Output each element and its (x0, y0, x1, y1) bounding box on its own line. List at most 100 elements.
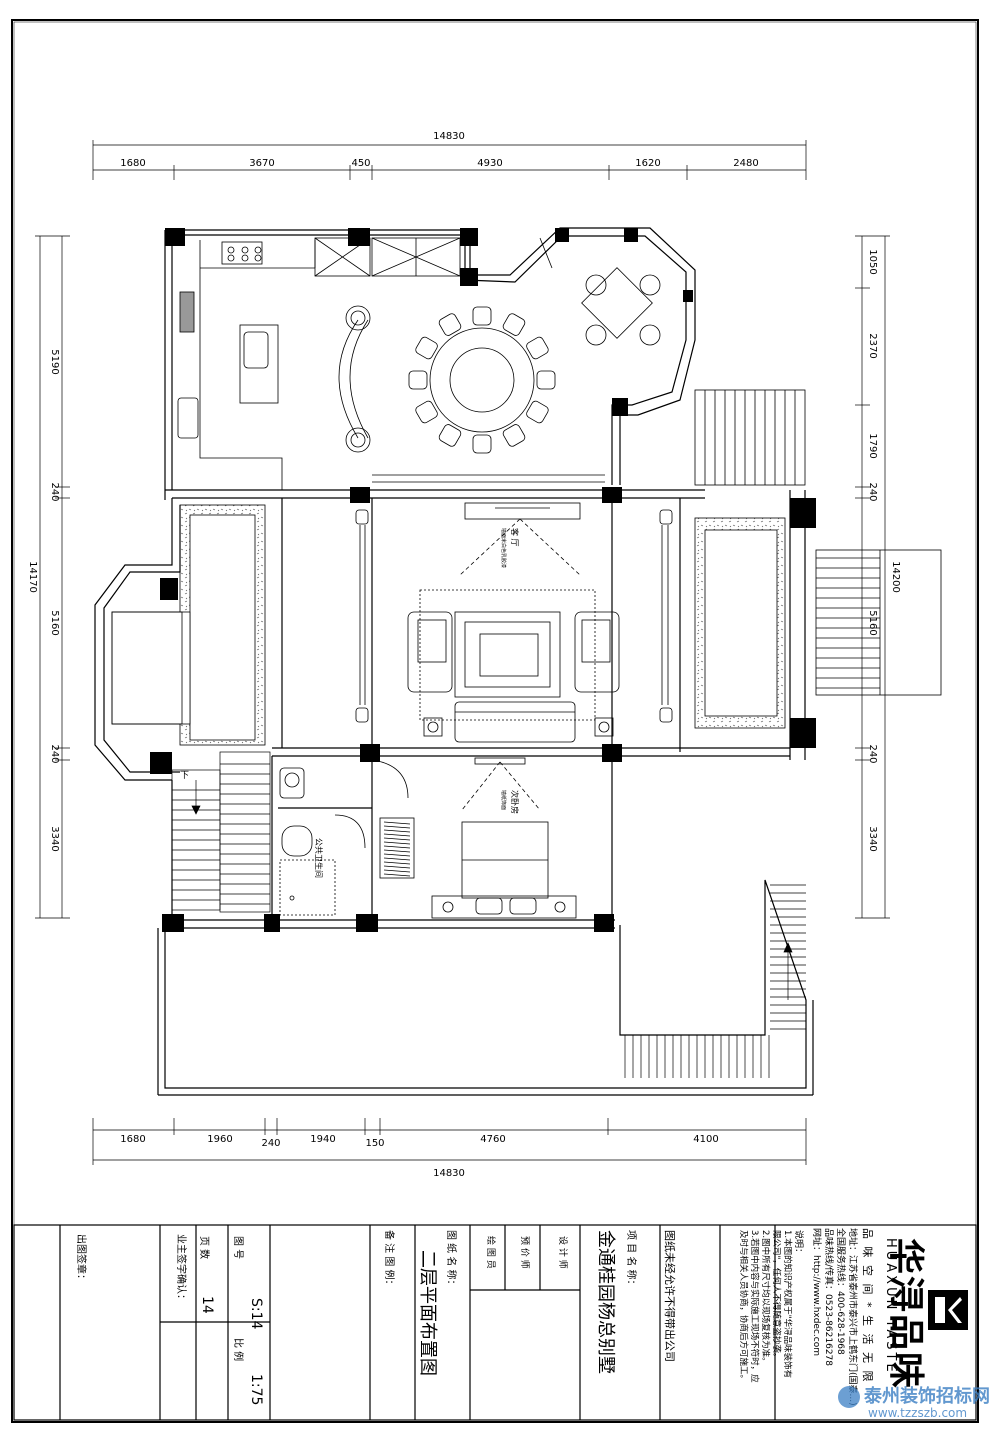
notes-title: 说明： (793, 1230, 803, 1258)
bathroom-label: 公共卫生间 (314, 838, 324, 878)
scale-value: 1:75 (248, 1374, 264, 1406)
wardrobe-hanger (383, 841, 411, 845)
right-dim-seg: 240 (867, 744, 878, 763)
designer-label: 设 计 师 (557, 1236, 567, 1269)
dining-table (429, 327, 535, 433)
stair-down-label: 下 (180, 771, 189, 781)
dining-chair (438, 313, 462, 336)
bottom-dim-seg: 150 (365, 1138, 384, 1149)
remarks-label: 备 注 图 例： (383, 1230, 394, 1290)
copyright-notice: 图纸未经允许不得带出公司 (663, 1230, 676, 1362)
watermark: 泰州装饰招标网 www.tzzszb.com (838, 1380, 998, 1428)
wardrobe-hanger (383, 865, 411, 869)
dining-chair (536, 370, 556, 390)
drawing-no-label: 图 号 (232, 1236, 243, 1260)
bedroom-note: 墙纸饰面 (500, 790, 507, 810)
scale-label: 比 例 (232, 1338, 243, 1362)
left-dimensions: 14170 5190 240 5160 240 3340 (27, 235, 70, 919)
project-name: 金通桂园杨总别墅 (595, 1230, 616, 1374)
top-dim-seg: 3670 (249, 158, 274, 169)
top-dim-seg: 4930 (477, 158, 502, 169)
armchair-left (407, 611, 453, 693)
top-dim-seg: 2480 (733, 158, 758, 169)
nook-table (581, 267, 653, 339)
watermark-name: 泰州装饰招标网 (864, 1386, 990, 1407)
wardrobe-hanger (383, 825, 411, 829)
wardrobe-hanger (383, 837, 411, 841)
left-dim-total: 14170 (27, 561, 38, 593)
brand-slogan: 品 味 空 间 * 生 活 无 限 (861, 1228, 874, 1384)
dining-chair (472, 434, 492, 454)
top-dim-seg: 450 (351, 158, 370, 169)
wardrobe-hanger (383, 861, 411, 865)
right-dimensions: 1050 2370 1790 240 14200 5160 240 3340 (855, 235, 901, 919)
page-label: 页 数 (198, 1236, 209, 1260)
left-dim-seg: 3340 (49, 826, 60, 851)
left-dim-seg: 5190 (49, 349, 60, 374)
room-labels: 客 厅 墙面米白色乳胶漆 次卧房 墙纸饰面 (500, 528, 520, 814)
dining-chair (415, 400, 438, 424)
notes-line-4: 3.若图中内容与实际施工现场不符时，应 (749, 1230, 759, 1383)
living-room-label: 客 厅 (510, 528, 520, 547)
kitchen (177, 237, 461, 490)
owner-sign-label: 业主签字确认： (175, 1234, 186, 1304)
left-bay-room (111, 504, 266, 746)
wardrobe (379, 817, 415, 879)
bottom-dim-seg: 1960 (207, 1134, 232, 1145)
left-dim-seg: 240 (49, 482, 60, 501)
dining-area (338, 237, 661, 483)
drafter-label: 绘 图 员 (485, 1236, 495, 1269)
right-dim-total: 14200 (890, 561, 901, 593)
top-dim-seg: 1620 (635, 158, 660, 169)
bottom-dim-seg: 1940 (310, 1134, 335, 1145)
wardrobe-hanger (383, 853, 411, 857)
wardrobe-hanger (383, 833, 411, 837)
reviewer-label: 预 价 师 (519, 1236, 529, 1269)
company-website: 网址：http://www.hxdec.com (811, 1228, 821, 1356)
drawing-name: 二层平面布置图 (417, 1250, 438, 1376)
left-dim-seg: 240 (49, 744, 60, 763)
wardrobe-hanger (383, 821, 411, 825)
bottom-dim-ticks (92, 1118, 807, 1165)
top-dimensions: 14830 1680 3670 450 4930 1620 2480 (92, 131, 807, 180)
notes-line-3: 2.图中所有尺寸均以现场复核为准。 (760, 1230, 770, 1366)
top-dim-seg: 1680 (120, 158, 145, 169)
balcony-right (815, 549, 942, 696)
notes-line-2: 限公司"，任何人不得随意盗抄袭。 (771, 1230, 781, 1362)
washbasin (279, 767, 305, 799)
bottom-dim-seg: 240 (261, 1138, 280, 1149)
dining-chair (438, 424, 462, 447)
toilet (281, 825, 313, 857)
wardrobe-hanger (383, 873, 411, 877)
sink (177, 397, 199, 439)
sofa (454, 701, 576, 743)
company-phone: 品味热线/传真：0523-86216278 (823, 1228, 833, 1366)
balcony-steps (694, 389, 806, 486)
public-bathroom: 公共卫生间 (279, 759, 409, 916)
company-address: 地址：江苏省泰州市泰兴市上鹤东门(国泰...) (847, 1228, 857, 1406)
sheet-border (11, 19, 979, 1423)
right-dim-seg: 5160 (867, 610, 878, 635)
bottom-dim-seg: 4760 (480, 1134, 505, 1145)
top-dim-ticks (92, 140, 807, 180)
fridge (314, 237, 371, 277)
bottom-dim-total: 14830 (433, 1168, 465, 1179)
wardrobe-hanger (383, 849, 411, 853)
watermark-logo-icon (838, 1386, 860, 1408)
notes-line-5: 及时与相关人员协商，协商后方可施工。 (738, 1230, 748, 1384)
title-block-frame (13, 1224, 977, 1421)
stove (221, 241, 263, 265)
right-dim-seg: 2370 (867, 333, 878, 358)
drawing-name-label: 图 纸 名 称： (445, 1230, 456, 1290)
company-hotline: 全国服务热线：400-628-1968 (835, 1228, 845, 1355)
wardrobe-hanger (383, 857, 411, 861)
watermark-url: www.tzzszb.com (868, 1406, 968, 1420)
page-value: 14 (199, 1296, 215, 1314)
column-round (345, 305, 371, 331)
bed-base (431, 895, 577, 919)
bottom-dimensions: 1680 1960 240 1940 150 4760 4100 14830 (92, 1118, 807, 1179)
top-dim-total: 14830 (433, 131, 465, 142)
dining-chair (502, 313, 526, 336)
bottom-dim-seg: 1680 (120, 1134, 145, 1145)
